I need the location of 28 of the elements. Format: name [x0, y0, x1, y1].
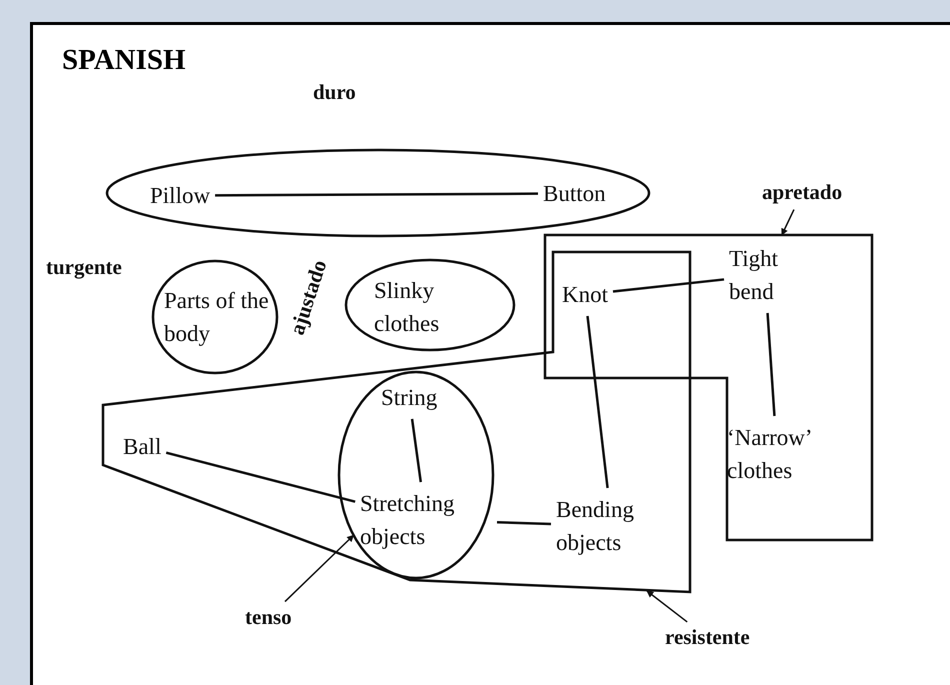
heading-label: duro: [313, 80, 356, 105]
connector-line: [410, 418, 422, 482]
connector-line: [586, 316, 609, 488]
node-label: Pillow: [150, 179, 210, 212]
connector-line: [612, 278, 724, 293]
heading-label: turgente: [46, 255, 122, 280]
heading-label: ajustado: [284, 257, 332, 338]
node-label: Slinky clothes: [374, 277, 440, 338]
node-label: ‘Narrow’ clothes: [727, 421, 827, 487]
connector-line: [496, 521, 552, 526]
annotation-label: resistente: [665, 625, 750, 650]
node-label: String: [381, 381, 438, 414]
annotation-label: tenso: [245, 605, 292, 630]
node-label: Knot: [562, 278, 608, 311]
leader-arrow: [646, 590, 688, 623]
leader-arrow: [284, 534, 354, 602]
node-label: Button: [543, 177, 606, 210]
node-label: Stretching objects: [360, 487, 492, 553]
node-label: Ball: [123, 430, 162, 463]
annotation-label: apretado: [762, 180, 842, 205]
connector-line: [766, 312, 776, 416]
node-label: Bending objects: [556, 493, 668, 559]
connector-line: [215, 192, 538, 197]
node-label: Parts of the body: [164, 287, 270, 348]
title: SPANISH: [62, 44, 186, 77]
connector-line: [166, 452, 356, 503]
leader-arrow: [781, 209, 795, 236]
node-label: Tight bend: [729, 242, 801, 308]
